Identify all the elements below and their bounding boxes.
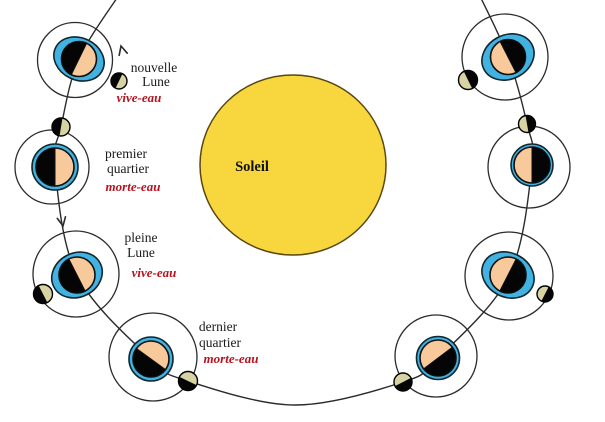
tide-label-pleine-lune: vive-eau [132, 265, 177, 280]
moon-dark-half [525, 115, 536, 133]
system-nouvelle-lune [53, 36, 128, 90]
tide-label-nouvelle-lune: vive-eau [117, 90, 162, 105]
phase-label-pleine-lune-line2: Lune [127, 245, 155, 260]
moon-dark-half [541, 286, 553, 302]
system-dernier-quartier [128, 336, 199, 392]
sun-label: Soleil [235, 159, 269, 175]
phase-label-pleine-lune-line1: pleine [125, 230, 158, 245]
tide-label-premier-quartier: morte-eau [106, 179, 161, 194]
moon-dark-half [394, 377, 412, 391]
moon-orbit-direction-arrow [118, 44, 129, 57]
moon-dark-half [178, 376, 197, 391]
system-quartier-bas-droit [393, 335, 461, 392]
moon-orbit-circle-nouvelle-lune [36, 21, 114, 99]
tide-label-dernier-quartier: morte-eau [204, 351, 259, 366]
moon-dark-half [463, 70, 478, 89]
system-quartier-droit [510, 114, 554, 187]
earth-night-half [422, 346, 457, 377]
phase-label-premier-quartier-line1: premier [105, 146, 147, 161]
sun-disc [199, 74, 387, 256]
phase-label-nouvelle-lune-line1: nouvelle [131, 60, 178, 75]
phase-label-dernier-quartier-line2: quartier [199, 335, 241, 350]
earth-night-half [35, 147, 56, 187]
moon-dark-half [111, 73, 123, 89]
earth-night-half [499, 39, 526, 74]
phase-label-dernier-quartier-line1: dernier [199, 319, 238, 334]
moon-orbit-circle-quartier-bas-droit [394, 314, 478, 398]
system-pleine-lune-droite [481, 251, 554, 303]
sun: Soleil [199, 74, 387, 256]
earth-night-half [132, 347, 167, 378]
moon-orbit-circle-nouvelle-lune-droite [461, 13, 549, 101]
moon-dark-half [52, 118, 63, 136]
moon-orbit-circle-dernier-quartier [108, 312, 198, 402]
earth-orbit-direction-arrow [56, 216, 67, 228]
moon-orbit-circle-pleine-lune [32, 230, 120, 318]
moon-orbit-circle-pleine-lune-droite [464, 231, 554, 321]
earth-night-half [499, 258, 527, 294]
moon-dark-half [33, 285, 48, 304]
phase-label-premier-quartier-line2: quartier [107, 161, 149, 176]
earth-night-half [61, 41, 88, 76]
phase-label-nouvelle-lune-line2: Lune [142, 74, 170, 89]
system-premier-quartier [31, 117, 79, 191]
system-pleine-lune [32, 251, 104, 305]
earth-night-half [58, 258, 86, 294]
earth-night-half [531, 146, 551, 184]
system-nouvelle-lune-droite [457, 33, 535, 91]
